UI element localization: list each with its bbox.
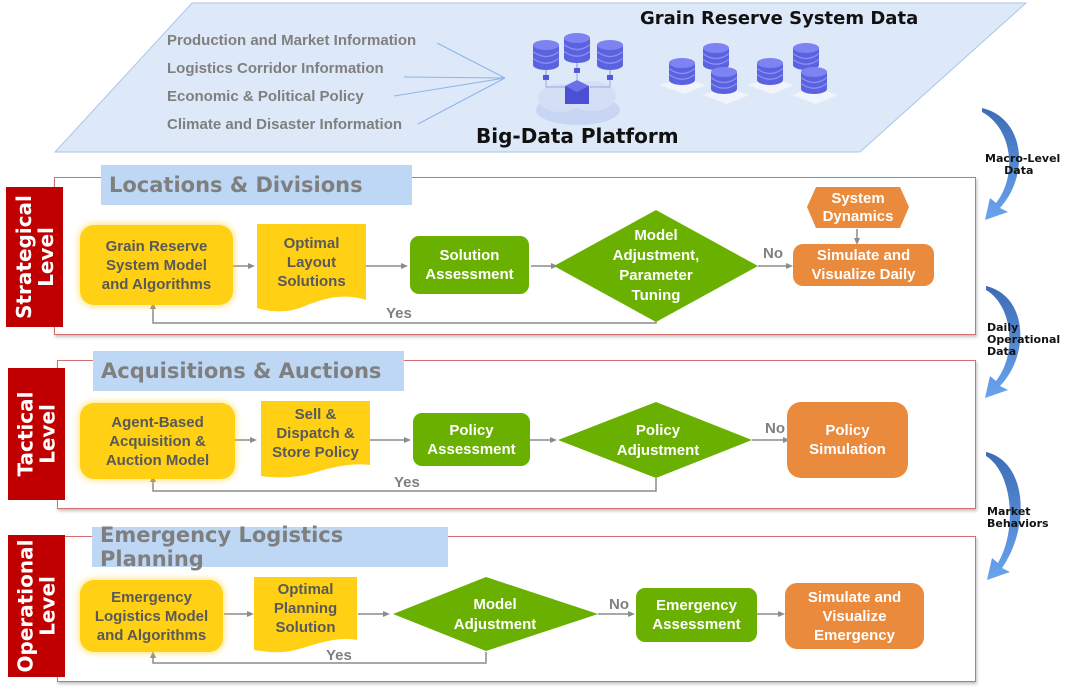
diamond-operational [393, 577, 598, 651]
database-icon [710, 67, 738, 94]
database-icon [668, 58, 696, 85]
node-optimal-layout-solutions[interactable]: Optimal Layout Solutions [277, 234, 346, 290]
database-icon [532, 40, 560, 80]
node-model-adjustment[interactable]: Model Adjustment [453, 596, 537, 633]
node-system-dynamics[interactable]: System Dynamics [822, 190, 894, 225]
node-grain-reserve-model[interactable]: Grain Reserve System Model and Algorithm… [80, 225, 233, 305]
edge-label-yes-operational: Yes [326, 647, 352, 664]
node-simulate-visualize-daily[interactable]: Simulate and Visualize Daily [793, 244, 934, 286]
edge-label-yes-tactical: Yes [394, 474, 420, 491]
node-optimal-planning-solution[interactable]: Optimal Planning Solution [273, 580, 338, 636]
source-production-market: Production and Market Information [167, 32, 417, 49]
flow-label-market: Market Behaviors [987, 505, 1049, 530]
node-agent-based-model[interactable]: Agent-Based Acquisition & Auction Model [80, 403, 235, 479]
document-shape-strategical [257, 224, 366, 312]
big-data-platform-label: Big-Data Platform [476, 124, 679, 148]
level-tag-operational: Operational Level [8, 535, 65, 677]
edge-label-yes-strategical: Yes [386, 305, 412, 322]
document-shape-operational [254, 577, 357, 653]
grain-reserve-data-title: Grain Reserve System Data [640, 8, 919, 29]
node-policy-simulation[interactable]: Policy Simulation [787, 402, 908, 478]
flow-arrows [982, 108, 1021, 580]
flow-label-macro: Macro-Level Data [985, 152, 1061, 177]
level-tag-tactical: Tactical Level [8, 368, 65, 500]
source-economic-policy: Economic & Political Policy [167, 88, 364, 105]
diamond-tactical [558, 402, 752, 478]
cloud-platform-icon [536, 72, 620, 125]
database-icon [563, 33, 591, 73]
edge-label-no-operational: No [609, 596, 629, 613]
level-tag-strategical: Strategical Level [6, 187, 63, 327]
node-emergency-assessment[interactable]: Emergency Assessment [636, 588, 757, 642]
section-title-locations: Locations & Divisions [101, 165, 412, 205]
source-connector-lines [393, 42, 506, 125]
diamond-strategical [554, 210, 758, 322]
source-climate-disaster: Climate and Disaster Information [167, 116, 403, 133]
flow-arrow-market [986, 452, 1021, 580]
edge-label-no-tactical: No [765, 420, 785, 437]
source-logistics-corridor: Logistics Corridor Information [167, 60, 384, 77]
data-platform-plane [53, 2, 1028, 153]
database-icon [596, 40, 624, 80]
node-simulate-visualize-emergency[interactable]: Simulate and Visualize Emergency [785, 583, 924, 649]
database-icon [800, 67, 828, 94]
section-title-acquisitions: Acquisitions & Auctions [93, 351, 404, 391]
node-policy-assessment[interactable]: Policy Assessment [413, 413, 530, 466]
database-icon [756, 58, 784, 85]
database-icons [532, 33, 838, 104]
flow-arrow-macro [982, 108, 1020, 220]
node-sell-dispatch-store-policy[interactable]: Sell & Dispatch & Store Policy [272, 405, 359, 461]
node-emergency-logistics-model[interactable]: Emergency Logistics Model and Algorithms [80, 580, 223, 652]
hexagon-system-dynamics [807, 187, 909, 228]
node-policy-adjustment[interactable]: Policy Adjustment [616, 422, 700, 459]
node-solution-assessment[interactable]: Solution Assessment [410, 236, 529, 294]
flow-label-daily: Daily Operational Data [987, 321, 1061, 358]
edge-label-no-strategical: No [763, 245, 783, 262]
document-shape-tactical [261, 401, 370, 478]
node-model-adjustment-tuning[interactable]: Model Adjustment, Parameter Tuning [612, 227, 700, 304]
flow-arrow-daily [985, 286, 1021, 398]
